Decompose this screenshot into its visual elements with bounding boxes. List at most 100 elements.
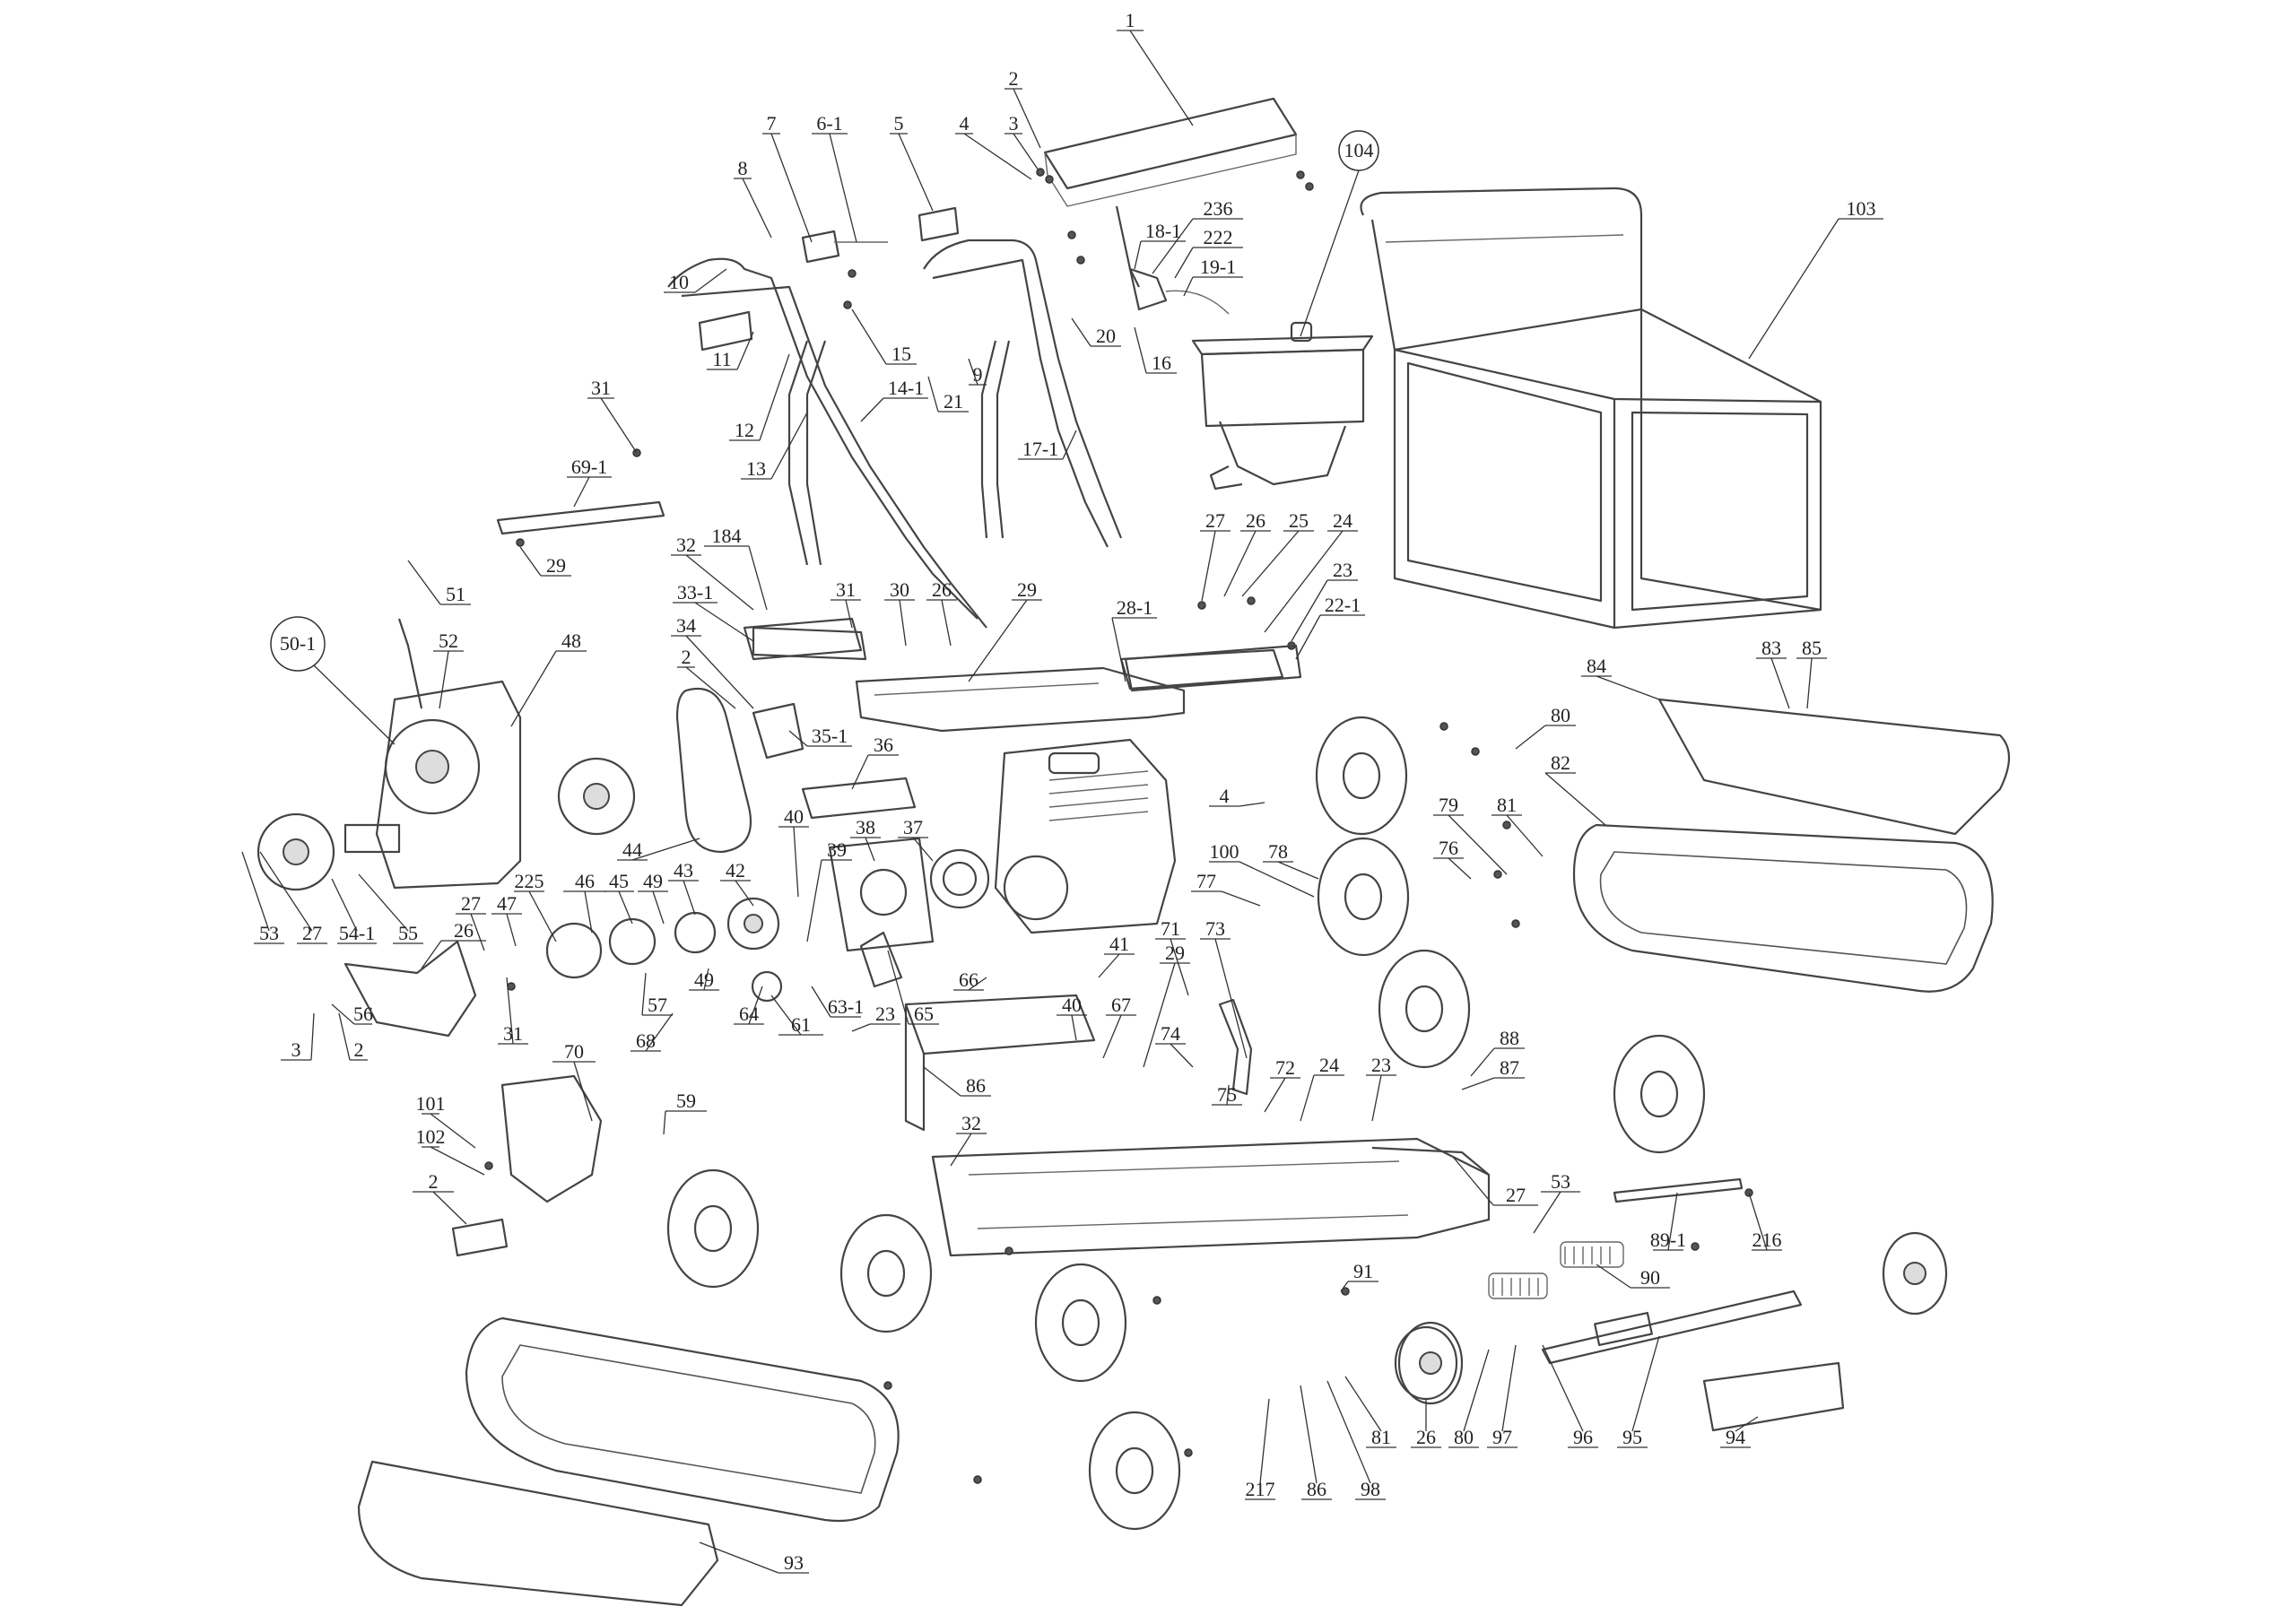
callout-label: 3 (291, 1038, 301, 1061)
callout-label: 83 (1761, 637, 1781, 659)
callout-item: 53 (1533, 1170, 1580, 1234)
callout-item: 80 (1515, 704, 1576, 750)
callout-label: 46 (575, 870, 595, 892)
part-pulley-67 (929, 848, 990, 909)
callout-item: 47 (491, 892, 522, 947)
callout-label: 26 (932, 578, 952, 601)
callout-label: 32 (676, 534, 696, 556)
callout-item: 76 (1433, 837, 1472, 880)
callout-item: 16 (1134, 326, 1177, 374)
part-sprocket-right (557, 757, 636, 836)
callout-item: 95 (1617, 1335, 1660, 1448)
callout-item: 27 (1452, 1156, 1538, 1206)
callout-item: 89-1 (1650, 1192, 1686, 1251)
part-gearbox-50-1 (344, 618, 522, 890)
part-track-guard-99 (357, 1460, 719, 1607)
callout-label: 48 (561, 630, 581, 652)
callout-item: 30 (884, 578, 915, 647)
callout-item: 236 (1152, 197, 1243, 274)
callout-label: 54-1 (339, 922, 375, 944)
callout-label: 78 (1268, 840, 1288, 863)
callout-item: 15 (851, 308, 917, 365)
part-small-fasteners (484, 168, 1753, 1484)
callout-label: 26 (1416, 1426, 1436, 1448)
callout-label: 52 (439, 630, 458, 652)
callout-label: 67 (1111, 994, 1131, 1016)
callout-item: 72 (1264, 1056, 1300, 1113)
callout-label: 9 (973, 363, 983, 386)
callout-item: 26 (1223, 509, 1271, 597)
callout-label: 12 (735, 419, 754, 441)
callout-label: 184 (712, 525, 742, 547)
callout-label: 22-1 (1325, 594, 1361, 616)
callout-label: 43 (674, 859, 693, 881)
callout-label: 74 (1161, 1022, 1180, 1045)
part-tension-rod-90 (1613, 1177, 1744, 1203)
callout-label: 1 (1126, 9, 1135, 31)
callout-item: 2 (413, 1170, 467, 1225)
callout-item: 65 (887, 950, 939, 1025)
callout-item: 102 (416, 1125, 485, 1176)
callout-item: 2 (1004, 67, 1041, 149)
callout-label: 10 (669, 271, 689, 293)
callout-item: 54-1 (331, 878, 377, 944)
callout-item: 94 (1720, 1416, 1759, 1448)
callout-item: 222 (1174, 226, 1243, 279)
callout-item: 11 (707, 331, 754, 370)
callout-item: 101 (416, 1092, 476, 1149)
callout-label: 95 (1622, 1426, 1642, 1448)
callout-label: 3 (1009, 112, 1019, 135)
callout-label: 68 (636, 1029, 656, 1052)
callout-item: 63-1 (811, 986, 864, 1018)
callout-item: 88 (1470, 1027, 1525, 1077)
callout-item: 34 (671, 614, 754, 709)
callout-label: 93 (784, 1551, 804, 1574)
part-plate-22-1 (1124, 644, 1302, 692)
callout-item: 29 (519, 546, 571, 577)
callout-item: 86 (1300, 1385, 1332, 1500)
part-bracket-100 (451, 1218, 509, 1257)
callout-item: 51 (407, 560, 471, 605)
callout-label: 27 (302, 922, 322, 944)
callout-label: 103 (1847, 197, 1876, 220)
callout-label: 73 (1205, 917, 1225, 940)
callout-label: 26 (1246, 509, 1265, 532)
callout-label: 216 (1752, 1229, 1782, 1251)
callout-label: 31 (836, 578, 856, 601)
callout-item: 96 (1542, 1344, 1598, 1448)
callout-label: 39 (827, 838, 847, 861)
callout-label: 18-1 (1145, 220, 1181, 242)
callout-label: 69-1 (571, 456, 607, 478)
callout-item: 27 (1200, 509, 1231, 602)
callout-item: 86 (923, 1066, 991, 1097)
callout-item: 36 (851, 734, 899, 790)
callout-label: 27 (1205, 509, 1225, 532)
callout-label: 2 (1009, 67, 1019, 90)
callout-item: 2 (677, 646, 736, 709)
callout-label: 90 (1640, 1266, 1660, 1289)
callout-label: 26 (454, 919, 474, 942)
part-hydraulic-tank-16 (1191, 321, 1374, 491)
part-chain-guard-101 (500, 1074, 603, 1203)
callout-item: 85 (1796, 637, 1827, 709)
callout-label: 23 (875, 1003, 895, 1025)
part-clutch-assembly (545, 897, 783, 1003)
callout-label: 79 (1439, 794, 1458, 816)
part-cover-33-1 (743, 617, 863, 661)
part-right-handlebar-17-1 (923, 239, 1123, 548)
callout-item: 23 (1291, 559, 1358, 642)
callout-label: 28-1 (1117, 596, 1152, 619)
callout-label: 33-1 (677, 581, 713, 604)
part-left-handlebar-14-1 (667, 257, 987, 629)
callout-item: 69-1 (567, 456, 612, 508)
callout-label: 20 (1096, 325, 1116, 347)
callout-label: 80 (1551, 704, 1570, 726)
callout-item: 14-1 (860, 377, 928, 422)
callout-label: 102 (416, 1125, 446, 1148)
callout-label: 63-1 (828, 995, 864, 1018)
callout-item: 31 (587, 377, 638, 454)
part-chain-cover-56 (344, 940, 477, 1038)
callout-item: 44 (617, 838, 700, 861)
callout-item: 71 (1155, 917, 1189, 996)
